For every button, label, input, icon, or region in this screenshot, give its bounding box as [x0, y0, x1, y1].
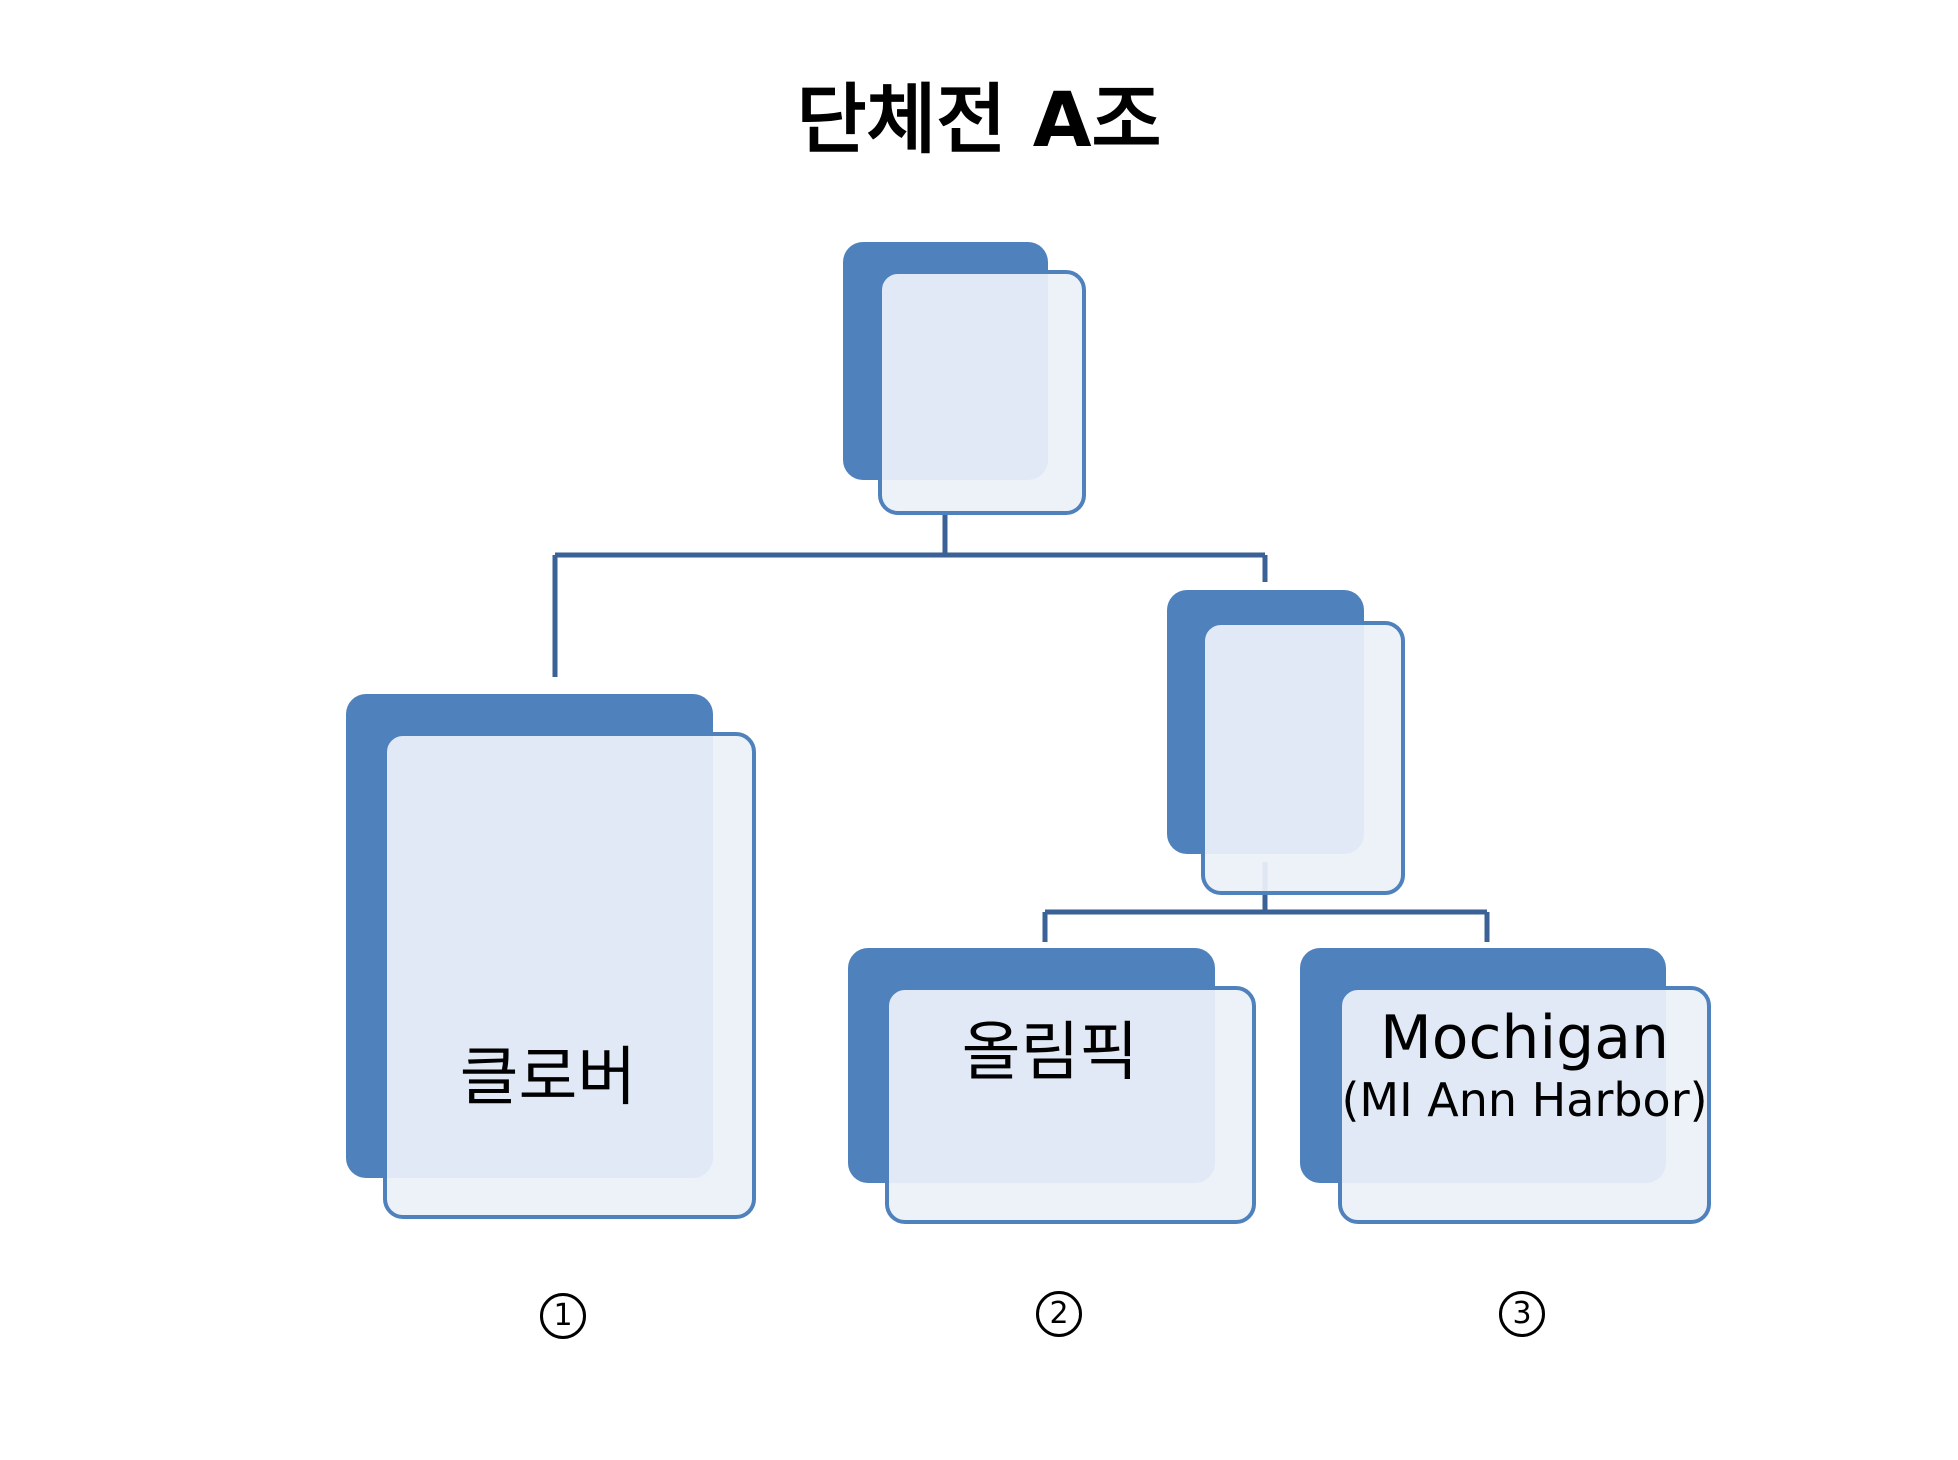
position-marker-2: 2 [1036, 1291, 1082, 1337]
team-2-label: 올림픽 [885, 986, 1215, 1121]
bracket-node-team-3: Mochigan (MI Ann Harbor) [1300, 948, 1711, 1224]
position-marker-2-number: 2 [1049, 1296, 1069, 1331]
node-front-panel [1201, 621, 1405, 895]
node-front-panel [885, 986, 1256, 1224]
position-marker-1: 1 [540, 1293, 586, 1339]
team-3-name: Mochigan [1379, 1002, 1670, 1073]
node-front-panel [383, 732, 756, 1219]
bracket-node-semifinal [1167, 590, 1405, 895]
team-3-label: Mochigan (MI Ann Harbor) [1338, 986, 1711, 1146]
position-marker-3-number: 3 [1512, 1296, 1532, 1331]
team-3-location: (MI Ann Harbor) [1341, 1072, 1708, 1127]
team-1-label: 클로버 [383, 994, 713, 1164]
team-2-name: 올림픽 [961, 1015, 1139, 1090]
bracket-node-final [843, 242, 1086, 518]
bracket-node-team-1: 클로버 [346, 694, 756, 1221]
position-marker-3: 3 [1499, 1291, 1545, 1337]
node-front-panel [878, 270, 1086, 515]
bracket-node-team-2: 올림픽 [848, 948, 1256, 1224]
position-marker-1-number: 1 [553, 1298, 573, 1333]
node-front-panel [1338, 986, 1711, 1224]
bracket-title: 단체전 A조 [796, 75, 1162, 164]
team-1-name: 클로버 [459, 1041, 637, 1116]
